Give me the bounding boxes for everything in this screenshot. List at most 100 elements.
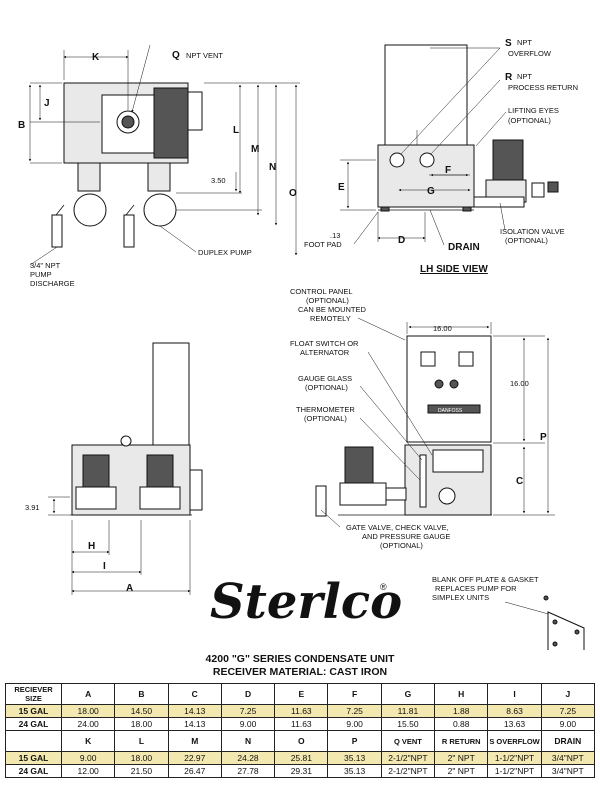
table-cell: 1-1/2"NPT: [487, 764, 542, 778]
dim-i: I: [103, 561, 106, 572]
table-cell: 2-1/2"NPT: [380, 751, 436, 765]
table-header-row: RECIEVER SIZE A B C D E F G H I J: [5, 683, 596, 705]
label-npt-vent: NPT VENT: [186, 51, 223, 60]
pressure-gauge: [438, 487, 456, 505]
dim-q: Q: [172, 50, 180, 61]
header-cell: P: [327, 730, 382, 752]
technical-drawing: K Q NPT VENT J B L M N O 3.50 DUPLEX PUM…: [18, 38, 585, 650]
brand-logo: Sterlco ®: [200, 568, 410, 634]
overflow-port: [389, 152, 405, 168]
label-duplex-pump: DUPLEX PUMP: [198, 248, 252, 257]
table-cell: 35.13: [327, 764, 382, 778]
control-panel-top: [153, 87, 189, 159]
label-pump-discharge-2: PUMP: [30, 270, 52, 279]
isolation-valve: [473, 196, 525, 208]
label-danfoss: DANFOSS: [438, 408, 463, 414]
label-blank-off-1: BLANK OFF PLATE & GASKET: [432, 575, 539, 584]
table-row: 24 GAL 12.00 21.50 26.47 27.78 29.31 35.…: [5, 764, 596, 778]
header-cell: O: [274, 730, 329, 752]
dim-j: J: [44, 98, 50, 109]
dim-d: D: [398, 235, 405, 246]
dim-m: M: [251, 144, 259, 155]
pump-2-base-front: [139, 486, 181, 510]
label-process-return: PROCESS RETURN: [508, 83, 578, 92]
float-switch-box: [432, 449, 484, 473]
label-gate-valve-3: (OPTIONAL): [380, 541, 423, 550]
header-cell: B: [114, 683, 169, 705]
label-control-panel-2: (OPTIONAL): [306, 296, 349, 305]
table-cell: 18.00: [114, 717, 169, 731]
label-control-panel-4: REMOTELY: [310, 314, 351, 323]
header-cell: M: [167, 730, 222, 752]
brand-name: Sterlco: [210, 574, 402, 630]
dim-3-50: 3.50: [211, 176, 226, 185]
header-cell: D: [220, 683, 276, 705]
dim-16-00-height: 16.00: [510, 379, 529, 388]
dim-c: C: [516, 476, 523, 487]
label-pump-discharge-1: 3/4" NPT: [30, 261, 61, 270]
header-cell: K: [60, 730, 116, 752]
header-cell: S OVERFLOW: [487, 730, 542, 752]
label-drain: DRAIN: [448, 242, 480, 253]
table-cell: 2" NPT: [434, 751, 489, 765]
title-material: RECEIVER MATERIAL: CAST IRON: [212, 666, 388, 678]
table-cell: 8.63: [487, 704, 542, 718]
dim-a: A: [126, 583, 133, 594]
pump-1-motor: [73, 193, 107, 227]
label-blank-off-3: SIMPLEX UNITS: [432, 593, 489, 602]
table-cell: 25.81: [274, 751, 329, 765]
control-panel-side: [384, 44, 468, 146]
label-overflow: OVERFLOW: [508, 49, 552, 58]
table-row: 15 GAL 9.00 18.00 22.97 24.28 25.81 35.1…: [5, 751, 596, 765]
discharge-pipe-2: [123, 214, 135, 248]
pump-2-motor: [143, 193, 177, 227]
header-cell: J: [540, 683, 596, 705]
dim-f: F: [445, 165, 451, 176]
pump-1-base-front: [75, 486, 117, 510]
pump-1-motor-front: [82, 454, 110, 488]
table-header-row: K L M N O P Q VENT R RETURN S OVERFLOW D…: [5, 730, 596, 752]
table-cell: 13.63: [487, 717, 542, 731]
dim-s: S: [505, 38, 512, 49]
header-cell: G: [380, 683, 436, 705]
row-label: 15 GAL: [5, 704, 62, 718]
table-cell: 9.00: [60, 751, 116, 765]
dim-o: O: [289, 188, 297, 199]
rear-view: DANFOSS 16.00 16.00 C P CONTROL PANEL (O…: [290, 287, 555, 550]
label-pump-discharge-3: DISCHARGE: [30, 279, 75, 288]
label-gauge-glass-1: GAUGE GLASS: [298, 374, 352, 383]
label-control-panel-1: CONTROL PANEL: [290, 287, 353, 296]
label-r-npt: NPT: [517, 72, 532, 81]
header-cell: C: [167, 683, 222, 705]
pump-motor-side: [492, 139, 524, 181]
return-port: [419, 152, 435, 168]
table-cell: 21.50: [114, 764, 169, 778]
pump-2-motor-front: [146, 454, 174, 488]
label-s-npt: NPT: [517, 38, 532, 47]
header-cell: I: [487, 683, 542, 705]
table-row: 15 GAL 18.00 14.50 14.13 7.25 11.63 7.25…: [5, 704, 596, 718]
label-lh-side-view: LH SIDE VIEW: [420, 264, 488, 275]
table-cell: 3/4"NPT: [540, 751, 596, 765]
table-cell: 26.47: [167, 764, 222, 778]
top-view: K Q NPT VENT J B L M N O 3.50 DUPLEX PUM…: [18, 44, 300, 288]
table-cell: 9.00: [220, 717, 276, 731]
dim-r: R: [505, 72, 513, 83]
row-label: 24 GAL: [5, 764, 62, 778]
pump-2: [147, 162, 171, 192]
table-cell: 14.13: [167, 717, 222, 731]
blank-off-plate-view: BLANK OFF PLATE & GASKET REPLACES PUMP F…: [432, 575, 585, 650]
label-isolation-valve-2: (OPTIONAL): [505, 236, 548, 245]
pump-base-rear: [339, 482, 387, 506]
table-cell: 24.00: [60, 717, 116, 731]
header-cell: [5, 730, 62, 752]
label-gate-valve-1: GATE VALVE, CHECK VALVE,: [346, 523, 449, 532]
table-cell: 24.28: [220, 751, 276, 765]
dim-g: G: [427, 186, 435, 197]
control-panel-rear: [406, 335, 492, 443]
header-cell: Q VENT: [380, 730, 436, 752]
table-cell: 1-1/2"NPT: [487, 751, 542, 765]
dim-p: P: [540, 432, 547, 443]
table-cell: 18.00: [114, 751, 169, 765]
panel-box: [187, 91, 203, 131]
